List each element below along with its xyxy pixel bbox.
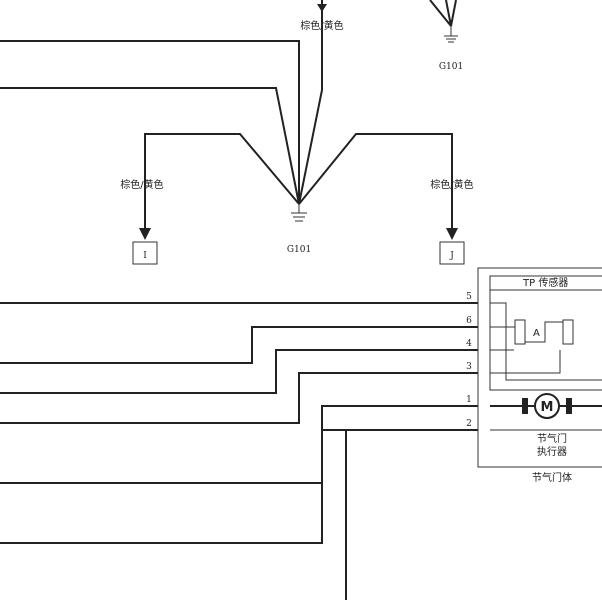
sensor-internal-wiring [490, 302, 602, 381]
throttle-body-label: 节气门体 [532, 471, 572, 484]
wire-from-top [298, 12, 323, 205]
left-wire-color-label: 棕色/黄色 [120, 178, 163, 191]
pin-number: 5 [466, 292, 472, 302]
motor-symbol: M [541, 400, 554, 415]
sensor-resistor-b [562, 319, 574, 345]
top-ground-symbol [444, 26, 458, 43]
top-right-wire-3 [450, 0, 457, 27]
wire-pin-2 [0, 429, 478, 544]
pin-number: 4 [466, 339, 472, 349]
motor-right-cap [566, 398, 572, 414]
sensor-wiper [525, 321, 563, 343]
center-ground-group: G101 棕色/黄色 棕色/黄色 I J [0, 12, 474, 265]
throttle-body-outline [477, 267, 602, 468]
connector-j-label: J [449, 251, 454, 261]
wire-pin-1 [0, 405, 478, 484]
top-wire-arrow [317, 4, 327, 12]
pin-number: 2 [466, 419, 472, 429]
center-ground-label: G101 [287, 245, 311, 255]
motor-icon [534, 393, 560, 419]
pin-numbers: 5 6 4 3 1 2 [466, 292, 472, 429]
top-right-wire-2 [445, 0, 452, 27]
wire-from-left-2 [0, 87, 300, 205]
wire-pin-6 [0, 326, 478, 364]
connector-i-label: I [143, 251, 147, 261]
actuator-label-line2: 执行器 [537, 445, 567, 458]
top-right-wire-1 [429, 0, 452, 27]
sensor-inner-label: A [533, 328, 540, 339]
center-ground-symbol [291, 204, 307, 222]
pin-number: 3 [466, 362, 472, 372]
wire-to-connector-i [144, 133, 300, 230]
throttle-wires [0, 302, 478, 600]
left-arrow [139, 228, 151, 240]
wire-pin-4 [0, 349, 478, 394]
actuator-label-line1: 节气门 [537, 432, 567, 445]
throttle-body: TP 传感器 A M 节气门 执行器 节气门体 [477, 267, 602, 484]
sensor-label: TP 传感器 [522, 276, 568, 289]
pin-number: 1 [466, 395, 472, 405]
motor-left-cap [522, 398, 528, 414]
wire-pin-3 [0, 372, 478, 424]
top-ground-label: G101 [439, 62, 463, 72]
connector-i-box [132, 241, 158, 265]
throttle-body-inner-outline [489, 275, 602, 391]
right-arrow [446, 228, 458, 240]
pin-number: 6 [466, 316, 472, 326]
connector-j-box [439, 241, 465, 265]
sensor-resistor-a [514, 319, 526, 345]
wire-from-left-1 [0, 40, 300, 204]
wire-to-connector-j [298, 133, 453, 230]
top-ground-group: 棕色/黄色 G101 [300, 0, 463, 72]
right-wire-color-label: 棕色/黄色 [430, 178, 473, 191]
